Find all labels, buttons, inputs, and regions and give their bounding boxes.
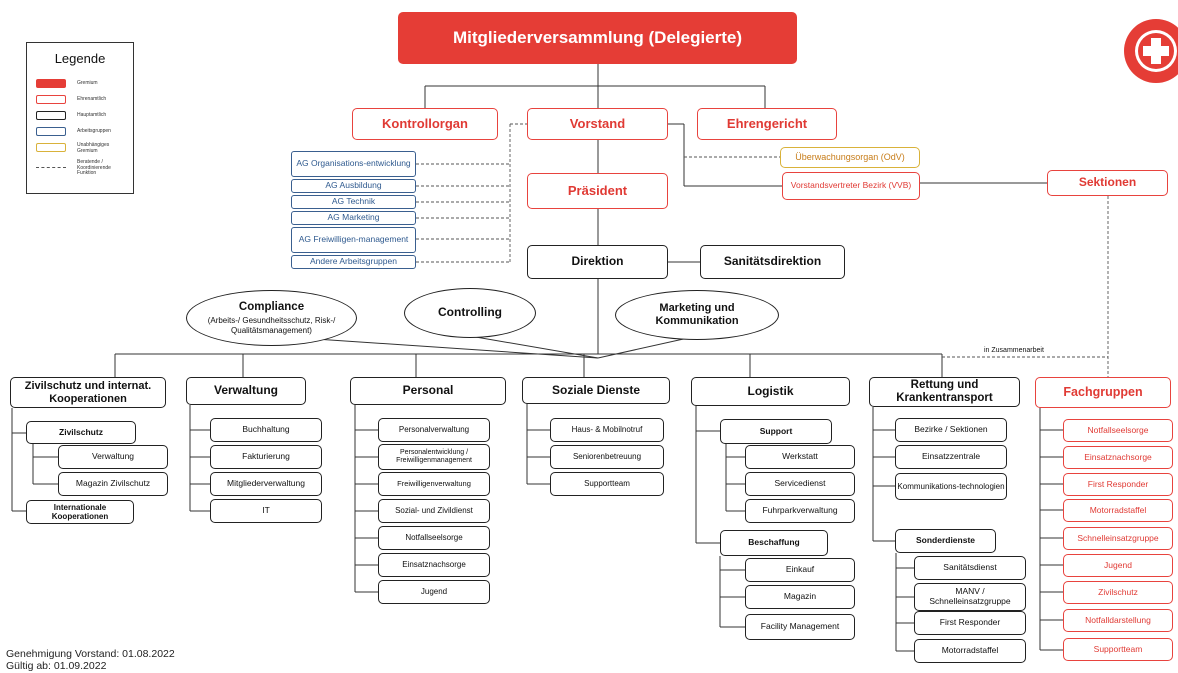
fachgruppen-item-6: Zivilschutz xyxy=(1063,581,1173,604)
soziale-item-0: Haus- & Mobilnotruf xyxy=(550,418,664,442)
compliance-title: Compliance xyxy=(238,301,305,314)
legend-title: Legende xyxy=(54,51,106,66)
zivilschutz-verwaltung: Verwaltung xyxy=(58,445,168,469)
legend-swatch-hauptamtlich xyxy=(36,111,66,120)
ag-ausbildung: AG Ausbildung xyxy=(291,179,416,193)
ueberwachungsorgan-box: Überwachungsorgan (OdV) xyxy=(780,147,920,168)
ag-technik: AG Technik xyxy=(291,195,416,209)
zivilschutz-magazin: Magazin Zivilschutz xyxy=(58,472,168,496)
legend-swatch-arbeitsgruppen xyxy=(36,127,66,136)
verwaltung-item-3: IT xyxy=(210,499,322,523)
fachgruppen-item-1: Einsatznachsorge xyxy=(1063,446,1173,469)
vvb-box: Vorstandsvertreter Bezirk (VVB) xyxy=(782,172,920,200)
personal-item-6: Jugend xyxy=(378,580,490,604)
personal-item-0: Personalverwaltung xyxy=(378,418,490,442)
zusammenarbeit-label: in Zusammenarbeit xyxy=(984,347,1044,354)
footer-genehmigung: Genehmigung Vorstand: 01.08.2022 xyxy=(6,648,175,660)
controlling-ellipse: Controlling xyxy=(404,288,536,338)
fachgruppen-item-8: Supportteam xyxy=(1063,638,1173,661)
legend-label-unabhaengig: Unabhängiges Gremium xyxy=(77,142,110,154)
legend-swatch-unabhaengig xyxy=(36,143,66,152)
compliance-ellipse: Compliance (Arbeits-/ Gesundheitsschutz,… xyxy=(186,290,357,346)
dept-zivilschutz: Zivilschutz und internat. Kooperationen xyxy=(10,377,166,408)
verwaltung-item-1: Fakturierung xyxy=(210,445,322,469)
logistik-support-item-2: Fuhrparkverwaltung xyxy=(745,499,855,523)
legend: Legende Gremium Ehrenamtlich Hauptamtlic… xyxy=(26,42,134,194)
legend-swatch-gremium xyxy=(36,79,66,88)
rettung-item-0: Bezirke / Sektionen xyxy=(895,418,1007,442)
rettung-item-1: Einsatzzentrale xyxy=(895,445,1007,469)
ag-andere: Andere Arbeitsgruppen xyxy=(291,255,416,269)
fachgruppen-item-7: Notfalldarstellung xyxy=(1063,609,1173,632)
sonderdienste-item-1: MANV / Schnelleinsatzgruppe xyxy=(914,583,1026,611)
soziale-item-2: Supportteam xyxy=(550,472,664,496)
fachgruppen-item-4: Schnelleinsatzgruppe xyxy=(1063,527,1173,550)
soziale-item-1: Seniorenbetreuung xyxy=(550,445,664,469)
compliance-subtitle: (Arbeits-/ Gesundheitsschutz, Risk-/ Qua… xyxy=(207,316,336,335)
sektionen-box: Sektionen xyxy=(1047,170,1168,196)
logistik-beschaffung-item-0: Einkauf xyxy=(745,558,855,582)
direktion-box: Direktion xyxy=(527,245,668,279)
legend-swatch-ehrenamtlich xyxy=(36,95,66,104)
dept-logistik: Logistik xyxy=(691,377,850,406)
logistik-support-item-1: Servicedienst xyxy=(745,472,855,496)
dept-verwaltung: Verwaltung xyxy=(186,377,306,405)
verwaltung-item-0: Buchhaltung xyxy=(210,418,322,442)
logistik-beschaffung-item-2: Facility Management xyxy=(745,614,855,640)
weisses-kreuz-logo xyxy=(1124,19,1178,83)
fachgruppen-item-0: Notfallseelsorge xyxy=(1063,419,1173,442)
rettung-item-2: Kommunikations-technologien xyxy=(895,473,1007,500)
logistik-support-item-0: Werkstatt xyxy=(745,445,855,469)
legend-label-ehrenamtlich: Ehrenamtlich xyxy=(77,96,107,102)
personal-item-4: Notfallseelsorge xyxy=(378,526,490,550)
rettung-sonderdienste: Sonderdienste xyxy=(895,529,996,553)
fachgruppen-item-2: First Responder xyxy=(1063,473,1173,496)
legend-swatch-beratend xyxy=(36,167,66,168)
legend-label-beratend: Beratende / Koordinierende Funktion xyxy=(77,159,111,176)
legend-label-arbeitsgruppen: Arbeitsgruppen xyxy=(77,128,111,134)
personal-item-3: Sozial- und Zivildienst xyxy=(378,499,490,523)
sonderdienste-item-3: Motorradstaffel xyxy=(914,639,1026,663)
personal-item-1: Personalentwicklung / Freiwilligenmanage… xyxy=(378,444,490,470)
dept-soziale-dienste: Soziale Dienste xyxy=(522,377,670,404)
sonderdienste-item-2: First Responder xyxy=(914,611,1026,635)
personal-item-5: Einsatznachsorge xyxy=(378,553,490,577)
zivilschutz-sub: Zivilschutz xyxy=(26,421,136,444)
dept-rettung: Rettung und Krankentransport xyxy=(869,377,1020,407)
verwaltung-item-2: Mitgliederverwaltung xyxy=(210,472,322,496)
personal-item-2: Freiwilligenverwaltung xyxy=(378,472,490,496)
ehrengericht-box: Ehrengericht xyxy=(697,108,837,140)
dept-fachgruppen: Fachgruppen xyxy=(1035,377,1171,408)
ag-organisationsentwicklung: AG Organisations-entwicklung xyxy=(291,151,416,177)
ag-freiwilligenmanagement: AG Freiwilligen-management xyxy=(291,227,416,253)
praesident-box: Präsident xyxy=(527,173,668,209)
sonderdienste-item-0: Sanitätsdienst xyxy=(914,556,1026,580)
legend-label-gremium: Gremium xyxy=(77,80,98,86)
fachgruppen-item-3: Motorradstaffel xyxy=(1063,499,1173,522)
logistik-support: Support xyxy=(720,419,832,444)
marketing-ellipse: Marketing und Kommunikation xyxy=(615,290,779,340)
kontrollorgan-box: Kontrollorgan xyxy=(352,108,498,140)
dept-personal: Personal xyxy=(350,377,506,405)
controlling-label: Controlling xyxy=(438,305,502,320)
fachgruppen-item-5: Jugend xyxy=(1063,554,1173,577)
ag-marketing: AG Marketing xyxy=(291,211,416,225)
logistik-beschaffung: Beschaffung xyxy=(720,530,828,556)
mitgliederversammlung-box: Mitgliederversammlung (Delegierte) xyxy=(398,12,797,64)
sanitaetsdirektion-box: Sanitätsdirektion xyxy=(700,245,845,279)
logistik-beschaffung-item-1: Magazin xyxy=(745,585,855,609)
internationale-kooperationen: Internationale Kooperationen xyxy=(26,500,134,524)
footer-gueltig: Gültig ab: 01.09.2022 xyxy=(6,660,107,672)
marketing-label: Marketing und Kommunikation xyxy=(655,302,739,327)
legend-label-hauptamtlich: Hauptamtlich xyxy=(77,112,107,118)
vorstand-box: Vorstand xyxy=(527,108,668,140)
